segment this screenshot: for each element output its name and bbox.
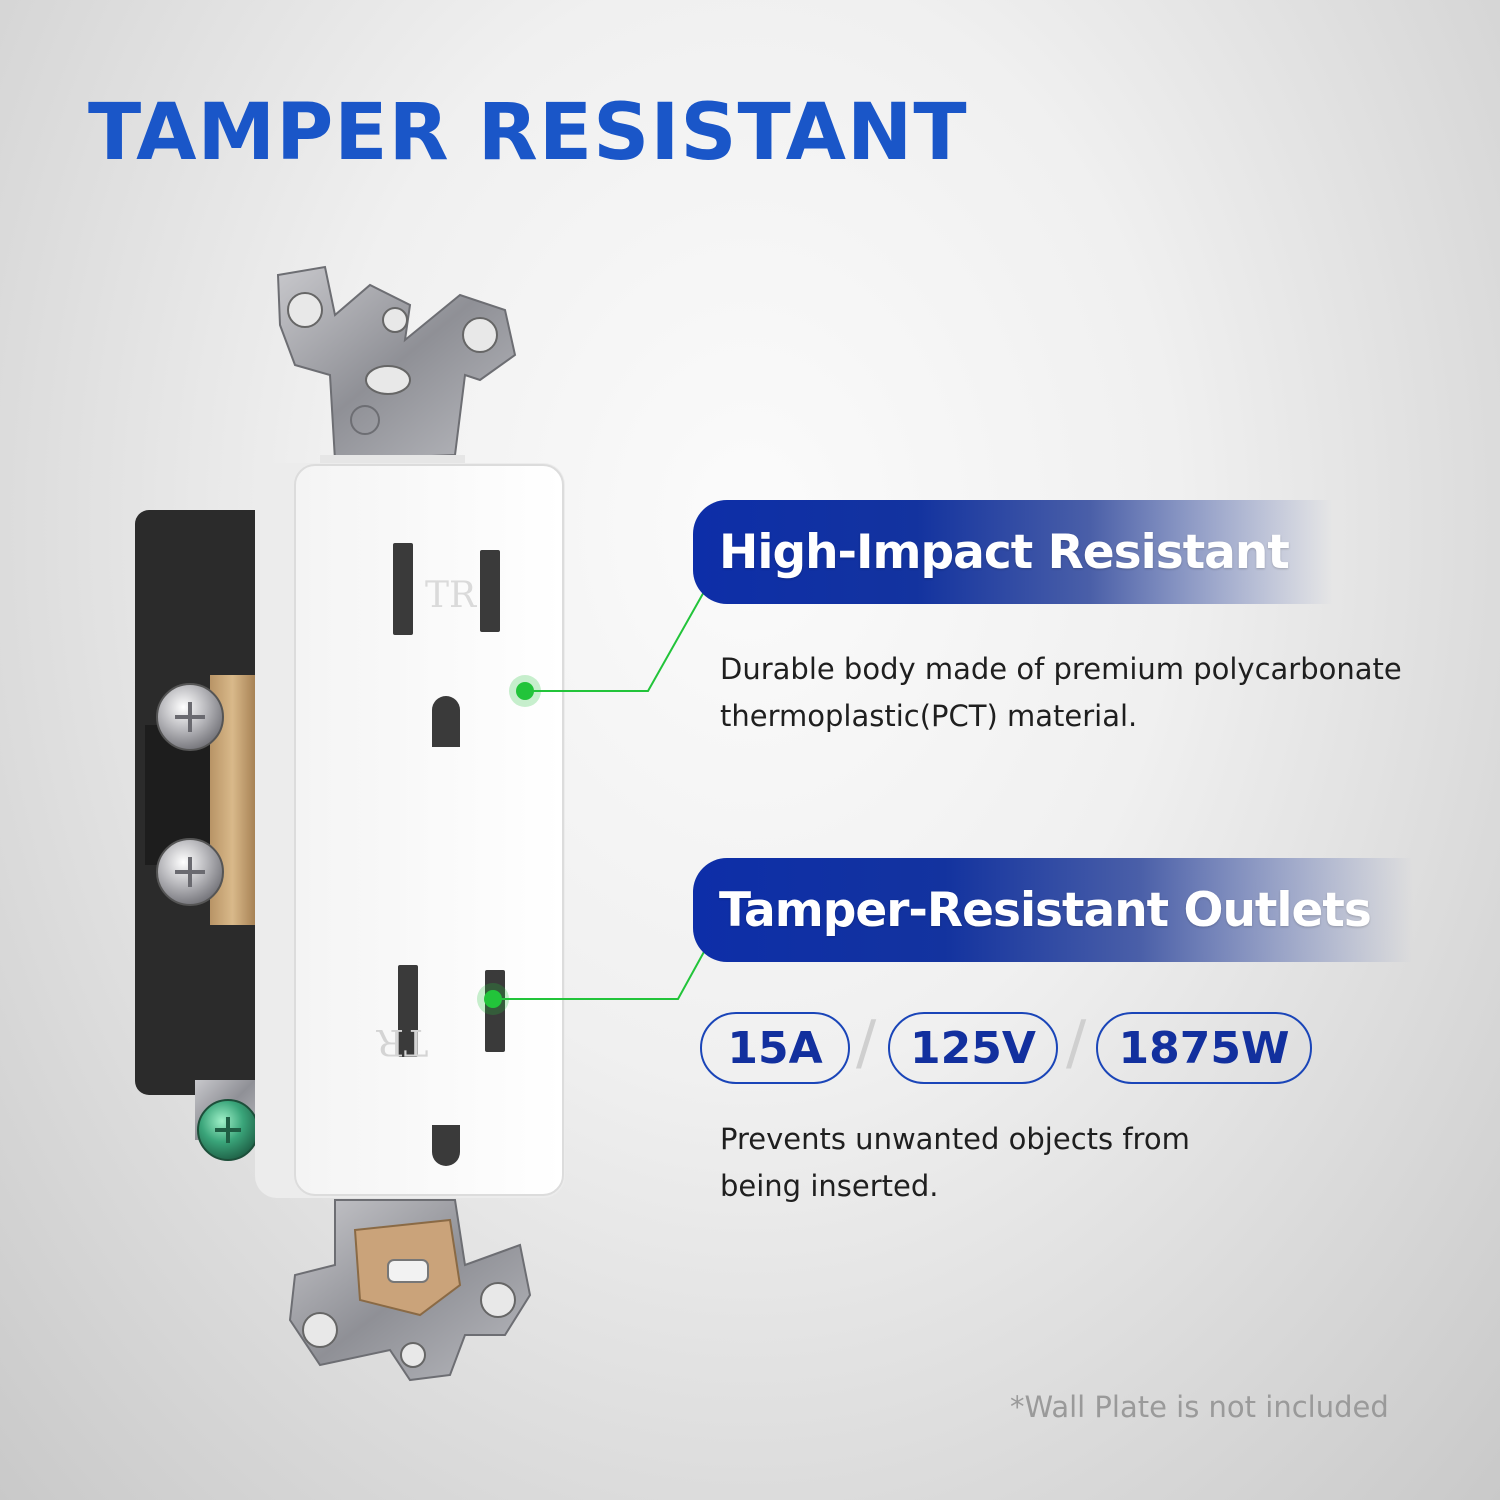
top-mounting-strap xyxy=(276,265,517,473)
footnote: *Wall Plate is not included xyxy=(1010,1390,1389,1424)
spec-divider: / xyxy=(856,1008,877,1078)
outlet-face: TR TR xyxy=(255,463,565,1198)
spec-divider: / xyxy=(1066,1008,1087,1078)
feature-heading: Tamper-Resistant Outlets xyxy=(719,882,1372,938)
page-title: TAMPER RESISTANT xyxy=(88,88,968,178)
spec-badge-voltage: 125V xyxy=(888,1012,1058,1084)
feature-banner-high-impact: High-Impact Resistant xyxy=(693,500,1333,604)
description-line: being inserted. xyxy=(720,1169,939,1203)
description-line: thermoplastic(PCT) material. xyxy=(720,699,1138,733)
ground-screw xyxy=(195,1080,259,1161)
svg-text:TR: TR xyxy=(425,575,477,616)
terminal-screw-top xyxy=(156,683,224,751)
svg-text:TR: TR xyxy=(376,1021,428,1062)
spec-badge-wattage: 1875W xyxy=(1096,1012,1312,1084)
feature-banner-tamper-resistant: Tamper-Resistant Outlets xyxy=(693,858,1413,962)
outlet-illustration: TR TR xyxy=(135,265,565,1382)
terminal-screw-bottom xyxy=(156,838,224,906)
bottom-mounting-strap xyxy=(288,1199,532,1382)
spec-badge-amperage: 15A xyxy=(700,1012,850,1084)
feature-heading: High-Impact Resistant xyxy=(719,524,1290,580)
description-line: Prevents unwanted objects from xyxy=(720,1122,1190,1156)
description-line: Durable body made of premium polycarbona… xyxy=(720,652,1402,686)
feature-description-tamper-resistant: Prevents unwanted objects from being ins… xyxy=(720,1116,1280,1210)
feature-description-high-impact: Durable body made of premium polycarbona… xyxy=(720,646,1480,740)
